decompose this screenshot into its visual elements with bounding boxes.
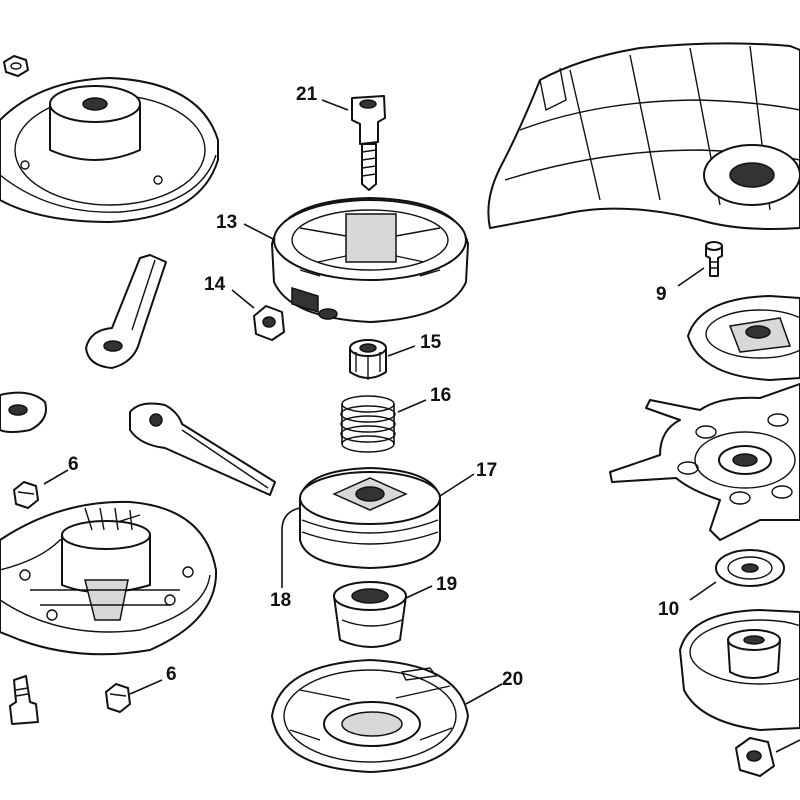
deflector-guard	[487, 42, 800, 230]
bushing-15	[349, 339, 387, 380]
screw-9	[705, 241, 723, 277]
spring-16	[340, 395, 396, 453]
star-plate-right	[609, 383, 800, 541]
callout-15: 15	[420, 332, 442, 353]
nut-14	[253, 305, 285, 341]
nut-6-upper	[13, 481, 39, 509]
key-tool-upper	[85, 254, 167, 369]
base-20	[271, 659, 469, 773]
washer-left	[0, 391, 47, 433]
bolt-bottom-left	[9, 675, 39, 725]
flat-blade-key	[129, 402, 276, 496]
nut-bottom-right	[735, 737, 800, 777]
callout-6-lower: 6	[166, 664, 177, 685]
nut-6-lower	[105, 683, 131, 713]
trimmer-line-18	[281, 507, 301, 560]
nut-top-left	[3, 55, 29, 77]
callout-10: 10	[658, 599, 679, 620]
callout-17: 17	[476, 460, 497, 481]
callout-20: 20	[502, 669, 523, 690]
callout-16: 16	[430, 385, 451, 406]
callout-19: 19	[436, 574, 457, 595]
callout-13: 13	[216, 212, 237, 233]
base-plate-lower-left	[0, 500, 218, 656]
spool-cover-13	[271, 197, 469, 323]
sleeve-19	[333, 581, 407, 648]
disc-right-upper	[687, 295, 800, 381]
bolt-21	[351, 95, 386, 191]
callout-9: 9	[656, 284, 667, 305]
spool-housing-top-left	[0, 77, 219, 223]
spool-17	[299, 467, 441, 569]
callout-6-upper: 6	[68, 454, 79, 475]
cup-bottom-right	[679, 609, 800, 731]
leader-lines	[43, 99, 717, 705]
washer-10	[715, 549, 785, 587]
callout-18: 18	[270, 590, 291, 611]
callout-14: 14	[204, 274, 226, 295]
callout-21: 21	[296, 84, 318, 105]
